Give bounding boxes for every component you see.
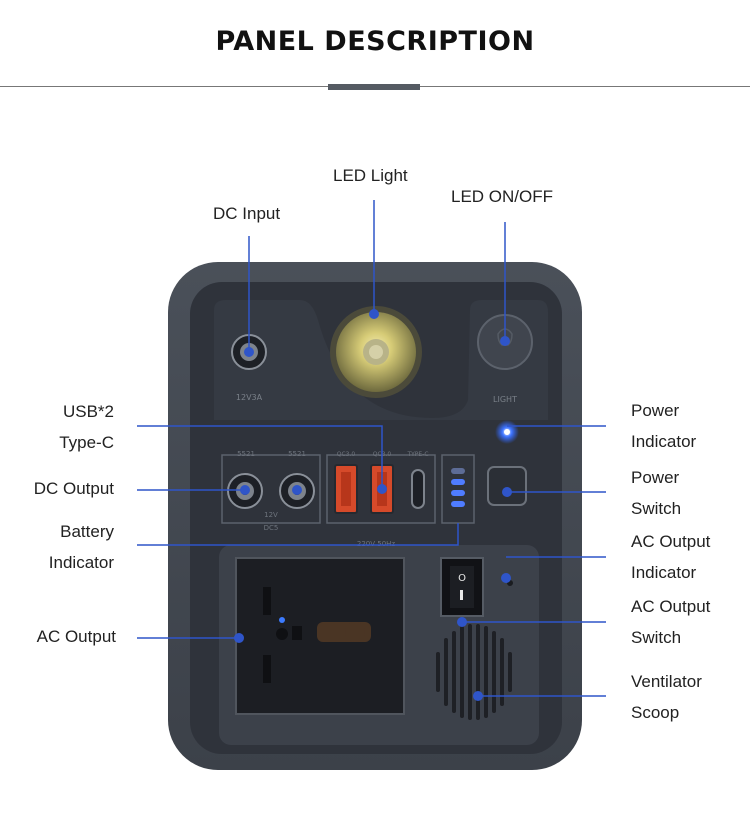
svg-text:QC3.0: QC3.0	[337, 451, 356, 458]
svg-text:5521: 5521	[288, 450, 306, 458]
label-led-on-off: LED ON/OFF	[451, 187, 554, 206]
led-button-print: LIGHT	[493, 395, 517, 404]
label-power-switch-line1: Power	[631, 468, 680, 487]
dc-output-frame	[221, 454, 321, 524]
label-battery-line1: Battery	[60, 522, 114, 541]
label-dc-output: DC Output	[33, 479, 114, 498]
label-dc-input: DC Input	[213, 204, 281, 223]
label-usb-line2: Type-C	[59, 433, 114, 452]
label-ac-indicator-line2: Indicator	[631, 563, 697, 582]
label-power-switch-line2: Switch	[631, 499, 682, 518]
page-title: PANEL DESCRIPTION	[215, 26, 535, 57]
label-ac-indicator-line1: AC Output	[631, 532, 711, 551]
usb-c-port	[411, 469, 425, 509]
power-switch	[487, 466, 527, 506]
callout-usb	[137, 425, 383, 486]
svg-text:5521: 5521	[237, 450, 255, 458]
svg-text:TYPE-C: TYPE-C	[406, 451, 428, 458]
label-usb-line1: USB*2	[62, 402, 114, 421]
label-ventilator-line1: Ventilator	[631, 672, 702, 691]
svg-text:DC5: DC5	[264, 524, 279, 532]
label-power-indicator-line1: Power	[631, 401, 680, 420]
svg-text:220V 50Hz: 220V 50Hz	[357, 540, 396, 548]
svg-text:12V: 12V	[264, 511, 278, 519]
label-led-light: LED Light	[333, 166, 408, 185]
top-bay	[214, 300, 548, 420]
label-ac-output: AC Output	[36, 627, 116, 646]
usb-frame	[326, 454, 436, 524]
callout-lines	[137, 200, 606, 697]
ac-switch: O	[440, 557, 484, 617]
label-power-indicator-line2: Indicator	[631, 432, 697, 451]
label-battery-line2: Indicator	[48, 553, 114, 572]
dc-input-print: 12V3A	[236, 393, 263, 402]
led-lamp	[330, 306, 422, 398]
ac-socket	[235, 557, 405, 715]
title-divider-accent	[328, 84, 420, 90]
label-ac-switch-line1: AC Output	[631, 597, 711, 616]
callout-dots	[234, 309, 512, 701]
label-ventilator-line2: Scoop	[631, 703, 680, 722]
svg-text:O: O	[458, 573, 466, 584]
callout-battery	[137, 523, 459, 546]
ventilator-grille	[436, 624, 512, 720]
battery-indicator-leds	[451, 468, 465, 507]
label-ac-switch-line2: Switch	[631, 628, 682, 647]
